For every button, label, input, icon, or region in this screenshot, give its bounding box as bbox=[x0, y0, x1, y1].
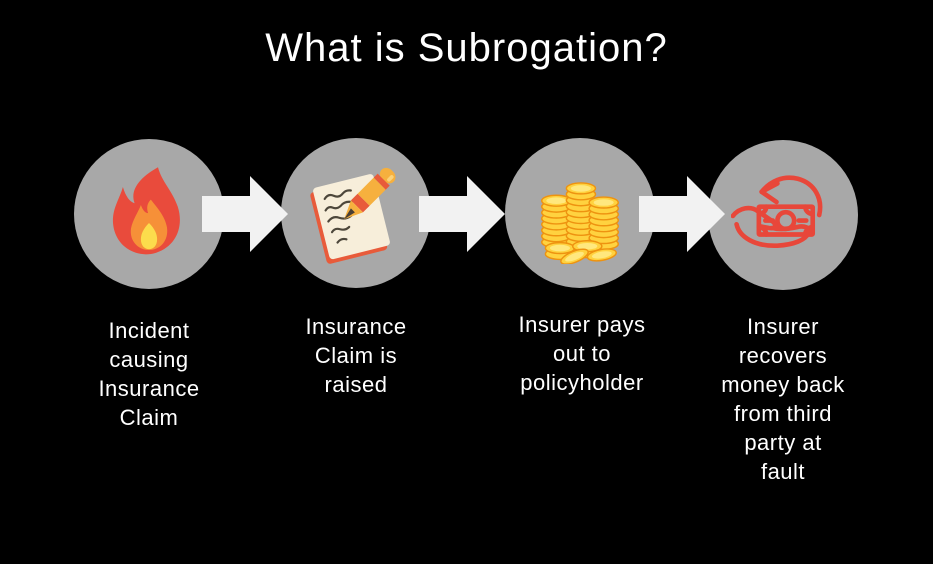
step-circle-incident bbox=[74, 139, 224, 289]
step-label-payout: Insurer pays out to policyholder bbox=[518, 312, 646, 395]
coin-stack-icon bbox=[541, 182, 619, 264]
step-circle-recovery bbox=[708, 140, 858, 290]
page-title: What is Subrogation? bbox=[265, 26, 668, 70]
step-label-incident: Incident causing Insurance Claim bbox=[98, 318, 200, 430]
step-circle-payout bbox=[505, 138, 655, 288]
arrow-right-icon bbox=[202, 176, 288, 252]
step-label-claim-raised: Insurance Claim is raised bbox=[305, 314, 407, 397]
arrow-right-icon bbox=[639, 176, 725, 252]
notepad-pen-icon bbox=[310, 167, 396, 264]
arrow-right-icon bbox=[419, 176, 505, 252]
money-back-hand-icon bbox=[731, 175, 823, 248]
step-circle-claim-raised bbox=[281, 138, 431, 288]
fire-icon bbox=[112, 167, 180, 255]
step-label-recovery: Insurer recovers money back from third p… bbox=[721, 314, 845, 484]
